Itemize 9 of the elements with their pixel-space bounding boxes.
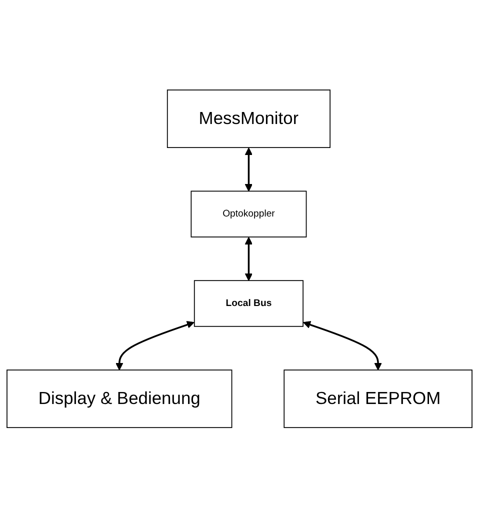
arrow — [244, 237, 253, 282]
arrow — [303, 321, 382, 371]
arrow — [244, 148, 253, 192]
node-box: Display & Bedienung — [6, 370, 232, 428]
node-box: MessMonitor — [166, 90, 330, 148]
arrow — [116, 321, 194, 371]
node-box: Optokoppler — [190, 190, 307, 238]
node-box: Local Bus — [194, 280, 304, 328]
node-box: Serial EEPROM — [284, 370, 472, 428]
